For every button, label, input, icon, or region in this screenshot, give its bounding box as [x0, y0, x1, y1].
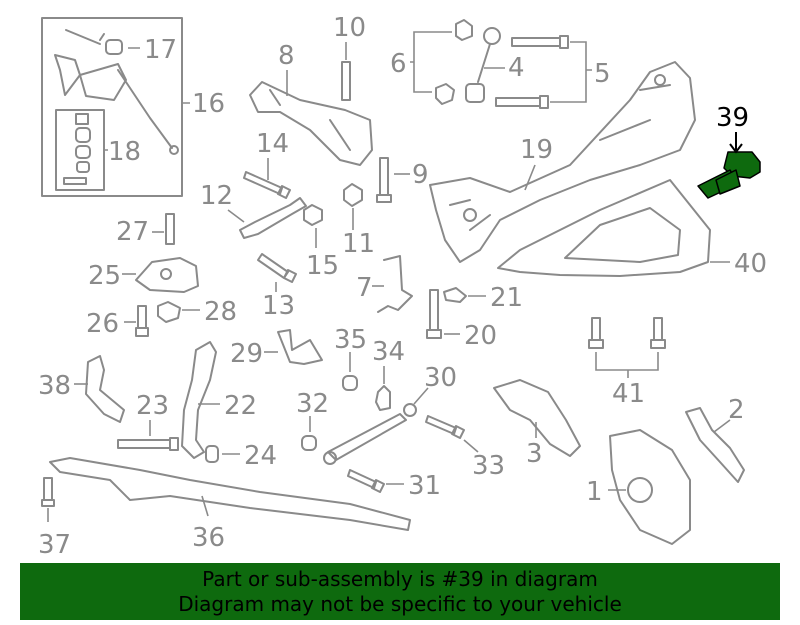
label-4: 4 — [508, 53, 525, 83]
label-14: 14 — [256, 129, 289, 159]
label-33: 33 — [472, 451, 505, 481]
label-19: 19 — [520, 135, 553, 165]
label-10: 10 — [333, 13, 366, 43]
part-23-bolt[interactable] — [117, 420, 179, 451]
part-9-bolt[interactable] — [376, 157, 410, 203]
part-26-bolt[interactable] — [124, 305, 149, 337]
label-28: 28 — [204, 297, 237, 327]
label-7: 7 — [356, 273, 373, 303]
part-40-underbody-panel[interactable] — [497, 179, 730, 277]
part-24-bushing[interactable] — [205, 445, 240, 463]
label-24: 24 — [244, 441, 277, 471]
label-23: 23 — [136, 391, 169, 421]
parts-diagram: 17 16 18 8 10 9 11 4 5 6 — [38, 13, 767, 560]
label-34: 34 — [372, 337, 405, 367]
part-31-bolt[interactable] — [347, 469, 404, 493]
part-6-nuts[interactable] — [410, 19, 473, 105]
label-38: 38 — [38, 371, 71, 401]
label-25: 25 — [88, 261, 121, 291]
part-36-crossbar[interactable] — [49, 457, 411, 531]
label-9: 9 — [412, 160, 429, 190]
part-35-bushing[interactable] — [342, 352, 358, 391]
label-5: 5 — [594, 59, 611, 89]
label-20: 20 — [464, 321, 497, 351]
part-21-clip[interactable] — [443, 287, 486, 303]
part-15-nut[interactable] — [303, 204, 323, 248]
part-4-link[interactable] — [465, 27, 505, 103]
part-37-bolt[interactable] — [41, 477, 55, 522]
part-7-bracket[interactable] — [372, 255, 413, 313]
label-37: 37 — [38, 530, 71, 560]
label-13: 13 — [262, 291, 295, 321]
part-41-bolts[interactable] — [588, 317, 666, 378]
part-8-bracket[interactable] — [249, 70, 373, 166]
label-32: 32 — [296, 389, 329, 419]
part-3-shield[interactable] — [493, 379, 581, 457]
label-31: 31 — [408, 471, 441, 501]
part-38-bracket[interactable] — [74, 355, 125, 423]
part-30-link[interactable] — [323, 387, 429, 465]
label-8: 8 — [278, 41, 295, 71]
label-27: 27 — [116, 217, 149, 247]
banner-line-1: Part or sub-assembly is #39 in diagram — [202, 566, 598, 591]
label-22: 22 — [224, 391, 257, 421]
part-5-bolts[interactable] — [495, 35, 592, 109]
part-11-nut[interactable] — [343, 183, 363, 230]
label-18: 18 — [108, 137, 141, 167]
label-40: 40 — [734, 249, 767, 279]
label-11: 11 — [342, 229, 375, 259]
part-34-clip[interactable] — [375, 366, 391, 411]
label-2: 2 — [728, 395, 745, 425]
label-36: 36 — [192, 523, 225, 553]
label-3: 3 — [526, 439, 543, 469]
part-1-knuckle[interactable] — [608, 429, 691, 545]
label-21: 21 — [490, 283, 523, 313]
banner-line-2: Diagram may not be specific to your vehi… — [178, 591, 622, 616]
part-39-highlighted[interactable] — [697, 132, 761, 199]
part-13-bolt[interactable] — [257, 253, 297, 292]
part-29-bracket[interactable] — [264, 329, 323, 365]
part-10-stud[interactable] — [341, 42, 351, 101]
label-26: 26 — [86, 309, 119, 339]
label-30: 30 — [424, 363, 457, 393]
part-22-control-arm[interactable] — [181, 341, 220, 459]
label-12: 12 — [200, 181, 233, 211]
part-27-stud[interactable] — [152, 213, 175, 245]
label-29: 29 — [230, 339, 263, 369]
label-41: 41 — [612, 379, 645, 409]
label-17: 17 — [144, 35, 177, 65]
part-16-sensor-assembly[interactable] — [41, 17, 190, 197]
part-2-bracket[interactable] — [685, 407, 745, 483]
part-19-crossmember[interactable] — [429, 61, 696, 263]
part-12-arm[interactable] — [227, 197, 307, 239]
label-35: 35 — [334, 325, 367, 355]
info-banner: Part or sub-assembly is #39 in diagram D… — [20, 563, 780, 620]
label-16: 16 — [192, 89, 225, 119]
label-15: 15 — [306, 251, 339, 281]
part-14-bolt[interactable] — [243, 158, 291, 199]
part-33-bolt[interactable] — [425, 415, 479, 453]
part-25-mount[interactable] — [122, 257, 199, 293]
label-6: 6 — [390, 49, 407, 79]
part-32-bushing[interactable] — [301, 416, 317, 451]
label-1: 1 — [586, 477, 603, 507]
part-20-bolt[interactable] — [426, 289, 460, 339]
part-28-washer[interactable] — [157, 301, 200, 323]
label-39: 39 — [716, 103, 749, 133]
